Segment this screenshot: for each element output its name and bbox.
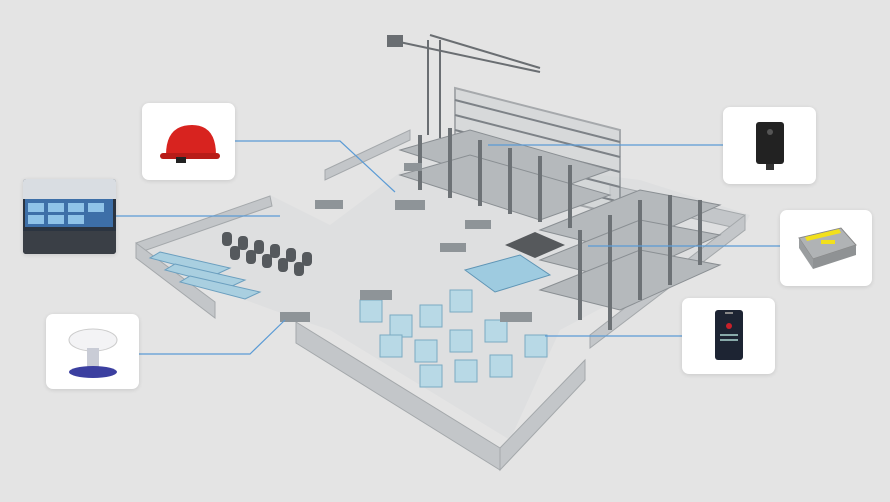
building-floors	[398, 129, 722, 311]
foundation-cages	[359, 289, 548, 388]
helmet-card[interactable]	[142, 103, 235, 180]
junction-box-card[interactable]	[780, 210, 872, 286]
handheld-terminal-icon	[714, 310, 743, 360]
antenna-connector	[139, 319, 286, 355]
safety-helmet-icon	[159, 124, 220, 163]
connector-lines	[116, 140, 780, 355]
helmet-connector	[235, 140, 396, 193]
sensor-box-card[interactable]	[723, 107, 816, 184]
tower-crane	[387, 34, 541, 138]
junction-box-icon	[798, 227, 857, 269]
slab-block	[505, 232, 565, 258]
control-room-photo	[23, 179, 116, 254]
columns	[418, 128, 702, 330]
rebar-racks	[148, 251, 262, 300]
rebar-mesh	[463, 254, 552, 293]
antenna-card[interactable]	[46, 314, 139, 389]
control-room-card[interactable]	[23, 179, 116, 254]
black-sensor-box-icon	[755, 122, 784, 170]
gnss-antenna-icon	[68, 328, 117, 378]
trucks	[280, 163, 532, 322]
pile-group	[222, 232, 312, 276]
handheld-terminal-card[interactable]	[682, 298, 775, 374]
